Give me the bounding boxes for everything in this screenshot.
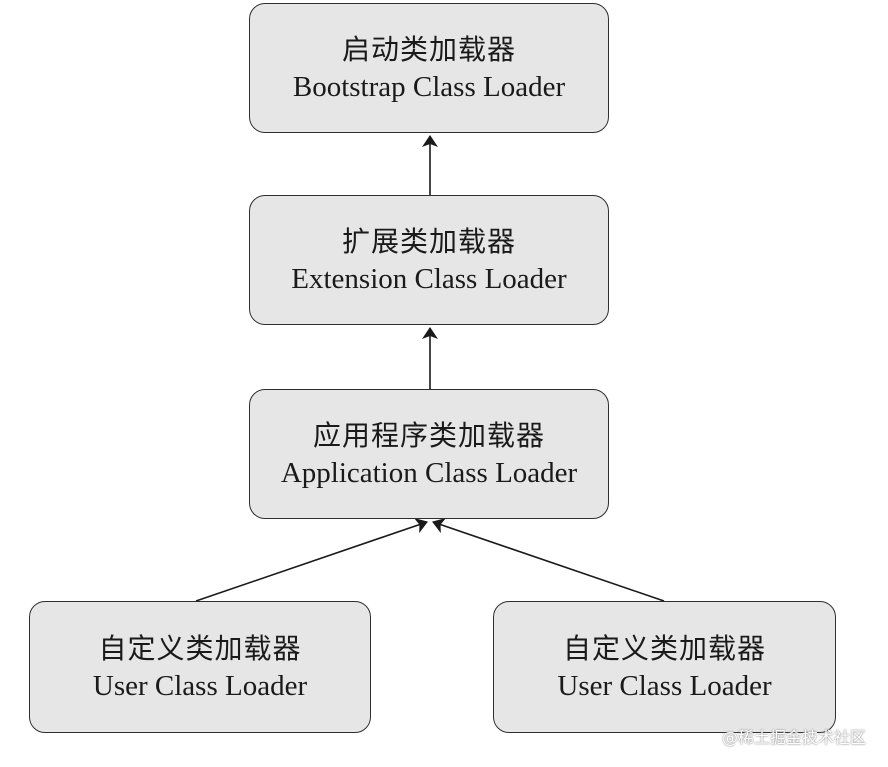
node-user-class-loader-1: 自定义类加载器 User Class Loader xyxy=(29,601,371,733)
node-application-class-loader: 应用程序类加载器 Application Class Loader xyxy=(249,389,609,519)
node-user-1-zh-label: 自定义类加载器 xyxy=(98,632,302,665)
node-application-zh-label: 应用程序类加载器 xyxy=(312,419,545,452)
node-extension-en-label: Extension Class Loader xyxy=(291,263,567,295)
node-extension-class-loader: 扩展类加载器 Extension Class Loader xyxy=(249,195,609,325)
node-extension-zh-label: 扩展类加载器 xyxy=(341,225,516,258)
node-application-en-label: Application Class Loader xyxy=(280,457,578,489)
node-user-2-zh-label: 自定义类加载器 xyxy=(562,632,766,665)
node-user-class-loader-2: 自定义类加载器 User Class Loader xyxy=(493,601,836,733)
node-user-1-en-label: User Class Loader xyxy=(92,670,308,702)
node-user-2-en-label: User Class Loader xyxy=(557,670,772,702)
edge-user-2-to-application xyxy=(432,517,665,602)
node-bootstrap-zh-label: 启动类加载器 xyxy=(341,33,516,66)
node-bootstrap-class-loader: 启动类加载器 Bootstrap Class Loader xyxy=(249,3,609,133)
node-bootstrap-en-label: Bootstrap Class Loader xyxy=(292,71,566,103)
watermark: @稀土掘金技术社区 xyxy=(721,728,866,747)
edge-user-1-to-application xyxy=(195,517,428,602)
